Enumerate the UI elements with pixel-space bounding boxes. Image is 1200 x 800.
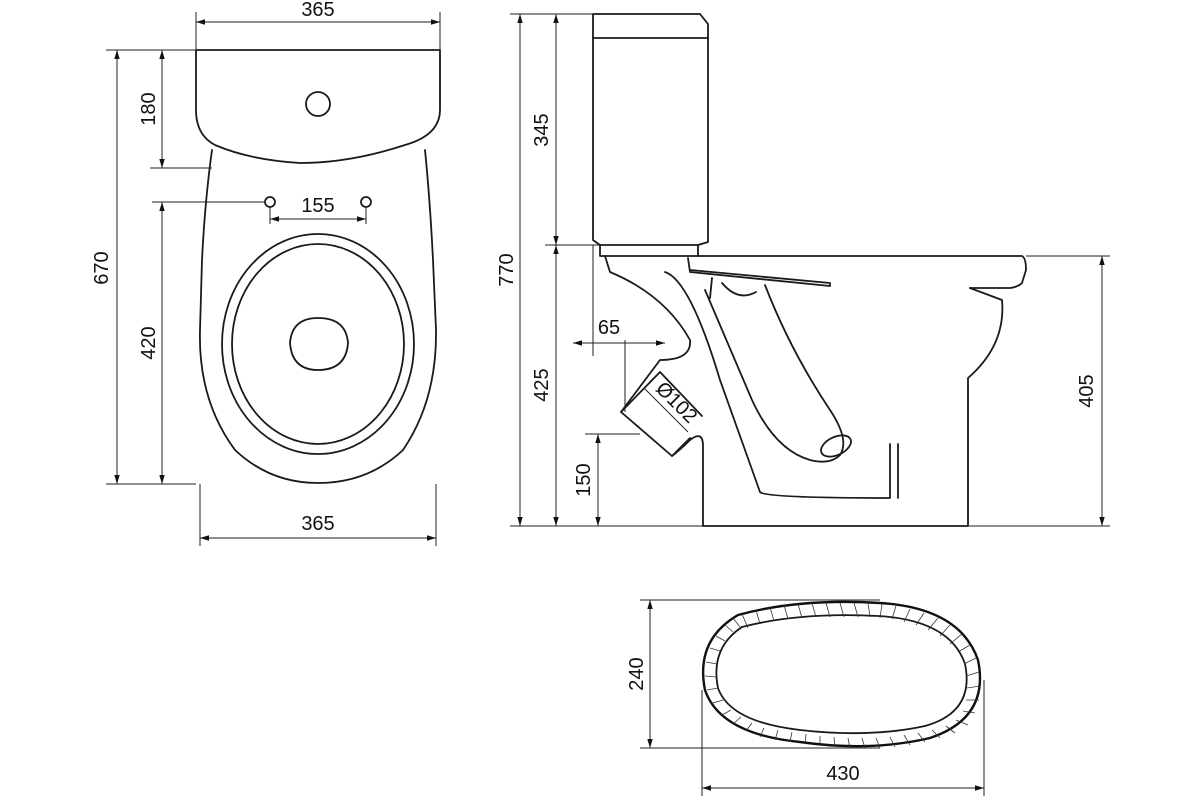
base-view: 240 430	[626, 599, 985, 796]
outlet-pipe	[620, 371, 703, 457]
dim-total-length: 670	[91, 251, 113, 284]
dim-rim-height: 405	[1076, 374, 1098, 407]
fixing-hole-right	[360, 196, 372, 208]
dim-width-bottom: 365	[301, 513, 334, 535]
drain-opening	[289, 317, 349, 371]
trap-channel	[704, 284, 845, 463]
bowl-front-outline	[671, 287, 1004, 527]
seat-outer	[221, 233, 415, 455]
trap-opening	[820, 434, 852, 458]
trap-inner	[664, 271, 899, 499]
bowl-outline	[199, 149, 437, 484]
fixing-hole-left	[264, 196, 276, 208]
rim-outline	[697, 255, 1027, 289]
dim-holes-spacing: 155	[301, 195, 334, 217]
dim-tank-height: 345	[531, 113, 553, 146]
cistern-outline	[592, 13, 709, 246]
dim-outlet-offset: 65	[598, 317, 620, 339]
base-outline-outer	[701, 600, 982, 748]
dim-line-outlet-diameter	[643, 387, 689, 433]
flush-button-icon	[305, 91, 331, 117]
dim-base-height: 425	[531, 368, 553, 401]
top-view: 365 180 670 155 420 365	[91, 0, 441, 546]
cistern-base	[599, 244, 699, 257]
dim-width-top: 365	[301, 0, 334, 21]
dim-outlet-height: 150	[573, 463, 595, 496]
dim-tank-depth: 180	[138, 92, 160, 125]
base-outline-inner	[715, 614, 968, 735]
seat-side	[687, 257, 831, 287]
dim-base-depth: 240	[626, 657, 648, 690]
trap-outer	[604, 255, 691, 413]
dim-total-height: 770	[496, 253, 518, 286]
dim-bowl-length: 420	[138, 326, 160, 359]
seat-inner	[231, 243, 405, 445]
side-view: 770 345 425 65 Ø102 150 405	[496, 13, 1110, 527]
dim-base-length: 430	[826, 763, 859, 785]
tank-outline	[195, 49, 441, 164]
hinge	[709, 277, 757, 299]
